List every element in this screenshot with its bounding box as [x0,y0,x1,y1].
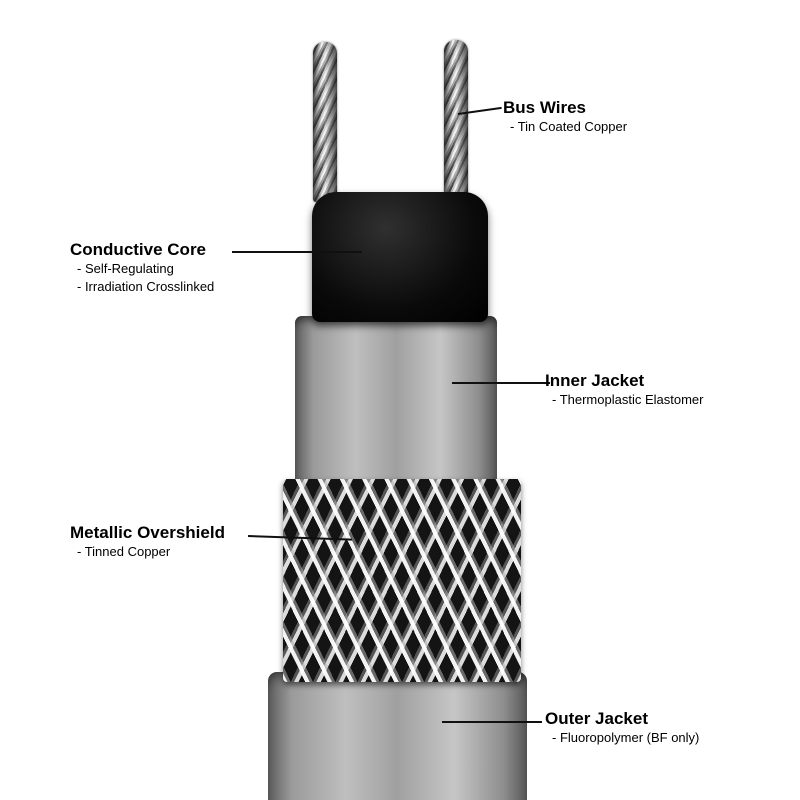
bus-wire-left-illustration [313,42,337,202]
metallic-overshield-title: Metallic Overshield [70,523,225,542]
inner-jacket-detail: - Thermoplastic Elastomer [552,391,704,407]
outer-jacket-detail: - Fluoropolymer (BF only) [552,729,700,745]
inner-jacket-title: Inner Jacket [545,371,645,390]
conductive-core-detail-2: - Irradiation Crosslinked [77,279,215,295]
outer-jacket-label: Outer Jacket - Fluoropolymer (BF only) [545,709,699,747]
metallic-overshield-label: Metallic Overshield - Tinned Copper [70,523,225,561]
metallic-overshield-detail: - Tinned Copper [77,543,171,559]
conductive-core-leader-line [232,251,362,253]
conductive-core-title: Conductive Core [70,240,207,259]
inner-jacket-label: Inner Jacket - Thermoplastic Elastomer [545,371,703,409]
inner-jacket-leader-line [452,382,550,384]
conductive-core-illustration [312,192,488,322]
metallic-overshield-illustration [283,479,521,682]
bus-wires-title: Bus Wires [503,98,586,117]
outer-jacket-title: Outer Jacket [545,709,648,728]
conductive-core-detail-1: - Self-Regulating [77,260,174,276]
bus-wires-detail: - Tin Coated Copper [510,118,628,134]
outer-jacket-leader-line [442,721,542,723]
conductive-core-label: Conductive Core - Self-Regulating - Irra… [70,240,214,297]
bus-wire-right-illustration [444,40,468,202]
outer-jacket-illustration [268,672,527,800]
bus-wires-label: Bus Wires - Tin Coated Copper [503,98,627,136]
inner-jacket-illustration [295,316,497,492]
